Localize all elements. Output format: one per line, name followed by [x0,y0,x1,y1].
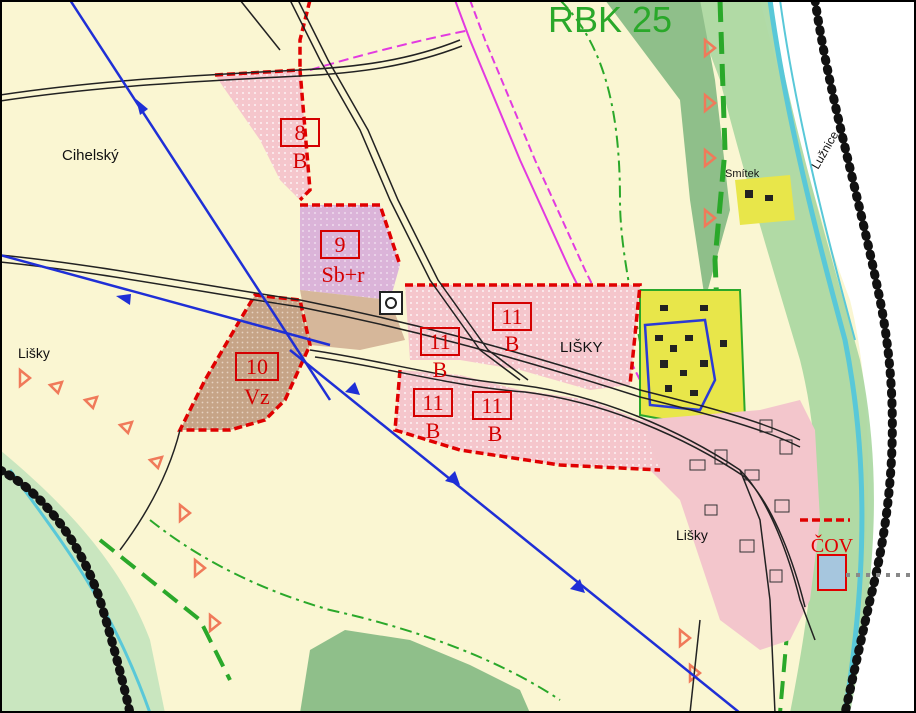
zone-11c-number-box [413,388,453,417]
zone-11d-number: 11 [481,393,502,418]
village-buildings [689,419,793,583]
zone-11a-number-box [492,302,532,331]
corner-label: RBK 25 [548,0,672,40]
zone-9-code: Sb+r [322,262,366,287]
landmark-icon [379,291,403,315]
zone-11a-code: B [505,331,520,356]
zone-11a-number: 11 [501,304,522,329]
label-lisky-center: LIŠKY [560,339,603,356]
zone-11b-number-box [420,327,460,356]
zone-11d-number-box [472,391,512,420]
zone-10-number-box [235,352,279,381]
zone-11c-number: 11 [422,390,443,415]
village-lisky [640,400,820,650]
wwtp-label: ČOV [811,533,854,557]
label-lisky-village: Lišky [676,527,708,543]
forest-bottom [300,630,530,713]
river-luznice [767,0,865,713]
building-dots [655,190,773,396]
biocorridor-line-2 [469,0,641,381]
zone-11b-code: B [433,357,448,382]
label-cihelsky: Cihelský [62,147,119,164]
river-corridor [690,0,874,713]
stream-left [8,469,152,713]
zone-10-number: 10 [246,354,268,379]
landmark-icon-symbol [385,297,397,309]
triangle-corridor [18,37,718,684]
zone-9-number: 9 [335,232,346,257]
green-dashed-line [559,0,651,401]
label-lisky-west: Lišky [18,345,50,361]
zone-11b-number: 11 [429,329,450,354]
zone-9-number-box [320,230,360,259]
river-branch [779,0,856,341]
power-line-arrows [116,99,585,593]
zone-11c-code: B [426,418,441,443]
zone-8-area[interactable] [215,70,310,200]
roads [0,0,816,713]
zone-11-south[interactable] [395,370,660,470]
wwtp-area[interactable] [817,554,847,591]
zone-8-number: 8 [295,120,306,145]
zone-11-north[interactable] [405,285,640,390]
zone-8-number-box [280,118,320,147]
label-smitek: Smítek [725,168,760,180]
zone-10-area[interactable] [180,295,310,430]
green-thick-dash-west [98,538,232,681]
territory-boundary-east [810,0,897,713]
zone-8-code: B [293,148,308,173]
biocorridor-branch [309,29,471,71]
zone-9-area[interactable] [300,205,400,300]
territory-boundary-west [0,465,135,713]
cadastral-area [760,0,916,713]
zone-11d-code: B [488,421,503,446]
forest-strip [605,0,730,300]
zone-10-code: Vz [244,384,270,409]
power-lines [0,0,741,713]
green-dashed-line-south [149,519,561,701]
